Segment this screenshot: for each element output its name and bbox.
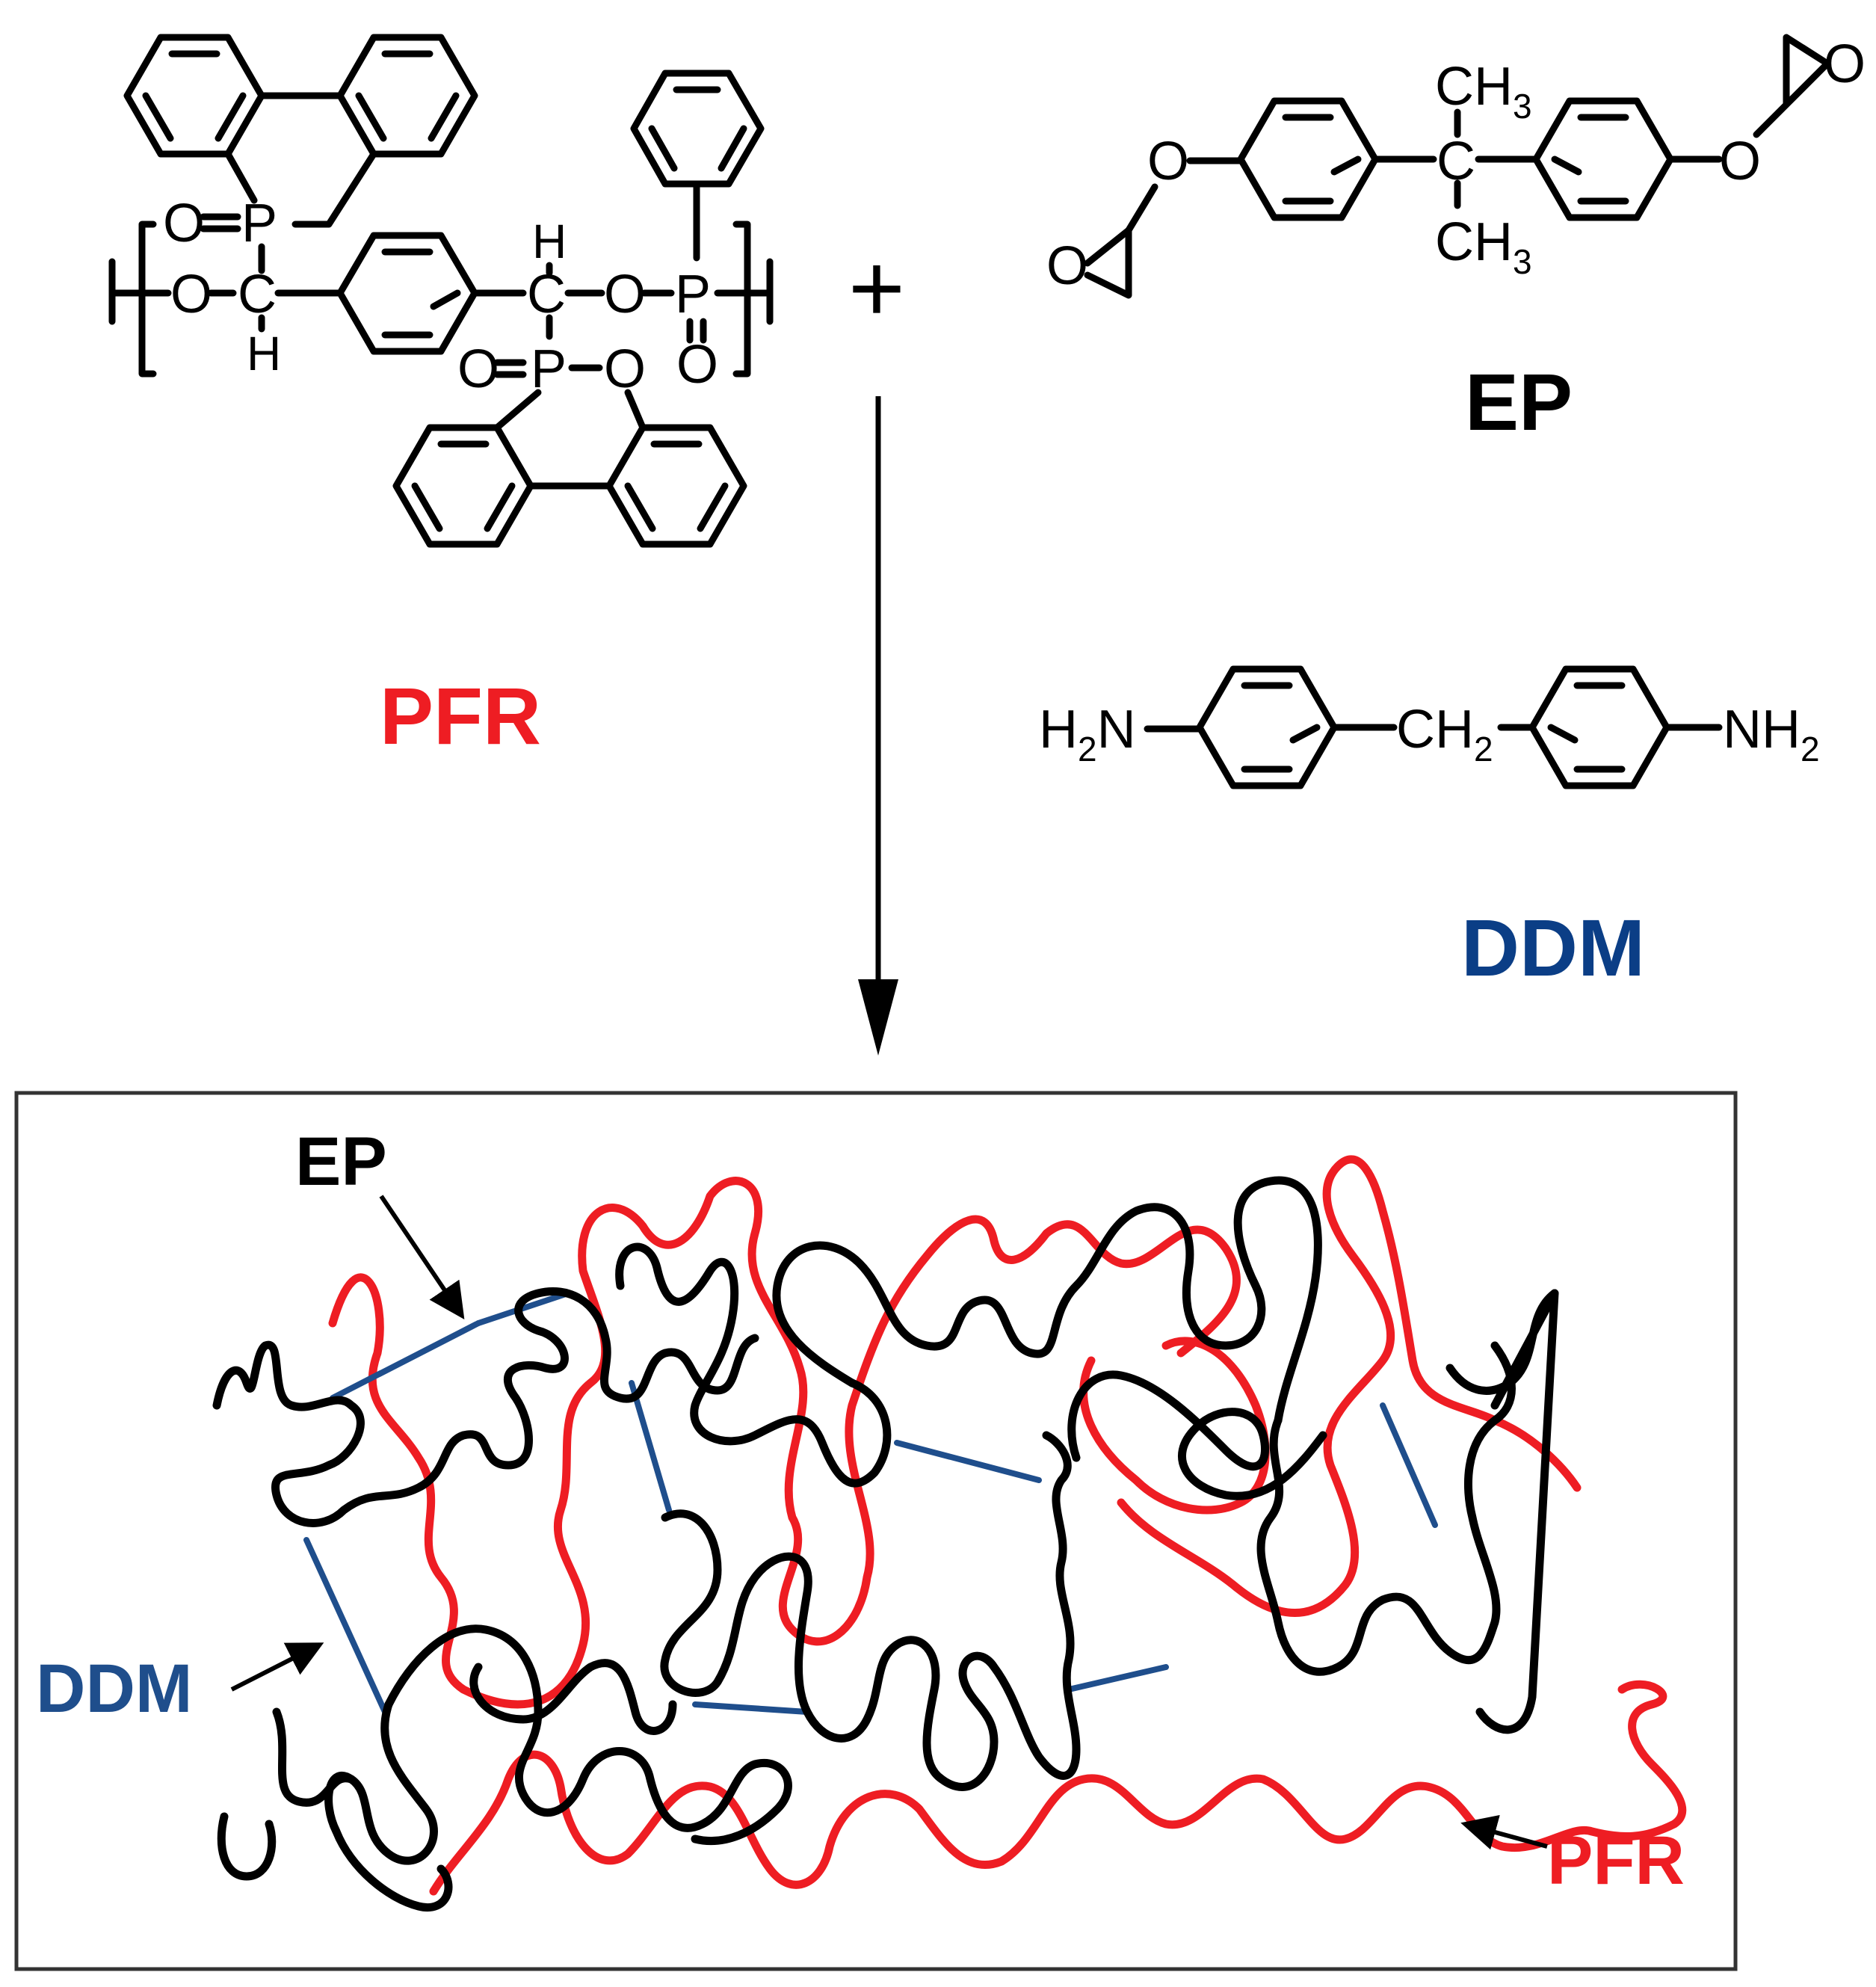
pfr-label: PFR — [380, 671, 541, 761]
ddm-link-5 — [894, 1440, 1042, 1483]
atom-O-chain-2: O — [604, 265, 646, 324]
pointer-pfr — [1460, 1814, 1548, 1850]
atom-CH3-bottom: CH3 — [1435, 212, 1532, 281]
ep-chain-2 — [615, 1242, 892, 1488]
pointer-ddm — [230, 1642, 324, 1692]
ep-structure: O O C CH3 CH3 O O — [1046, 34, 1866, 299]
ep-chain-1 — [212, 1287, 759, 1527]
atom-P-top: P — [241, 194, 277, 253]
atom-NH2: NH2 — [1723, 700, 1820, 768]
ep-ring-right — [1532, 97, 1674, 221]
pfr-chains — [328, 1155, 1687, 1896]
atom-H-chain-2: H — [532, 215, 567, 268]
pointer-ep — [379, 1195, 465, 1319]
ep-chain-9 — [384, 1624, 792, 1846]
ddm-link-2 — [475, 1290, 571, 1326]
pfr-middle-ring — [336, 232, 478, 355]
ep-chain-5 — [1067, 1370, 1327, 1500]
atom-O-lower-left: O — [457, 339, 499, 399]
ddm-label: DDM — [1461, 902, 1645, 993]
atom-P-chain: P — [675, 265, 711, 324]
ep-chains — [212, 1176, 1559, 1912]
ep-chain-8 — [660, 1431, 1081, 1791]
atom-O-lower-right: O — [604, 339, 646, 399]
ddm-ring-right — [1528, 665, 1670, 789]
ep-label: EP — [1465, 357, 1573, 447]
ddm-link-7 — [1066, 1664, 1169, 1692]
ep-chain-4 — [1256, 1341, 1516, 1676]
network-frame — [14, 1091, 1738, 1971]
atom-CH3-top: CH3 — [1435, 57, 1532, 126]
ddm-structure: H2N CH2 NH2 — [1039, 665, 1820, 789]
ep-chain-3 — [772, 1176, 1322, 1425]
atom-O-ether-left: O — [1147, 132, 1189, 191]
network-diagram: EP DDM PFR — [36, 1124, 1687, 1912]
atom-CH2: CH2 — [1396, 700, 1493, 768]
pfr-chain-2 — [1117, 1155, 1582, 1617]
ddm-link-3 — [303, 1537, 388, 1715]
ddm-link-4 — [629, 1380, 672, 1513]
biphenyl-top-ring-right — [336, 34, 478, 158]
ddm-links — [303, 1290, 1438, 1715]
ddm-link-1 — [330, 1320, 481, 1401]
network-label-ep: EP — [295, 1124, 387, 1200]
pfr-lower-ring-right — [605, 424, 747, 548]
biphenyl-top-ring-left — [123, 34, 265, 158]
pfr-structure: P O O C H H C O P — [108, 34, 774, 548]
pfr-lower-ring-left — [392, 424, 534, 548]
ep-chain-11 — [217, 1707, 356, 1881]
atom-C-chain-1: C — [238, 265, 277, 324]
reaction-arrowhead — [858, 979, 898, 1056]
ep-chain-12 — [469, 1659, 677, 1735]
atom-O-epoxide-right: O — [1824, 34, 1866, 94]
ep-ring-left — [1237, 97, 1379, 221]
ddm-link-6 — [692, 1701, 810, 1715]
atom-O-ether-right: O — [1719, 132, 1761, 191]
pfr-chain-3 — [1079, 1337, 1270, 1515]
atom-P-lower: P — [531, 339, 567, 399]
ep-chain-6 — [1445, 1289, 1559, 1410]
network-label-ddm: DDM — [36, 1651, 193, 1727]
atom-O-epoxide-left: O — [1046, 236, 1088, 296]
atom-C-chain-2: C — [527, 265, 566, 324]
atom-O-chain-1: O — [170, 265, 212, 324]
ddm-ring-left — [1196, 665, 1338, 789]
ep-chain-10 — [324, 1700, 453, 1912]
pfr-phenyl-ring — [630, 70, 765, 188]
atom-O-double-right: O — [676, 335, 718, 395]
ep-chain-7 — [1475, 1289, 1559, 1734]
plus-sign: + — [848, 233, 905, 342]
ddm-link-8 — [1380, 1402, 1438, 1528]
atom-O-top: O — [163, 194, 205, 253]
network-label-pfr: PFR — [1547, 1823, 1685, 1899]
pfr-chain-4 — [429, 1680, 1687, 1896]
atom-H-chain-1: H — [247, 327, 281, 381]
atom-H2N: H2N — [1039, 700, 1136, 768]
